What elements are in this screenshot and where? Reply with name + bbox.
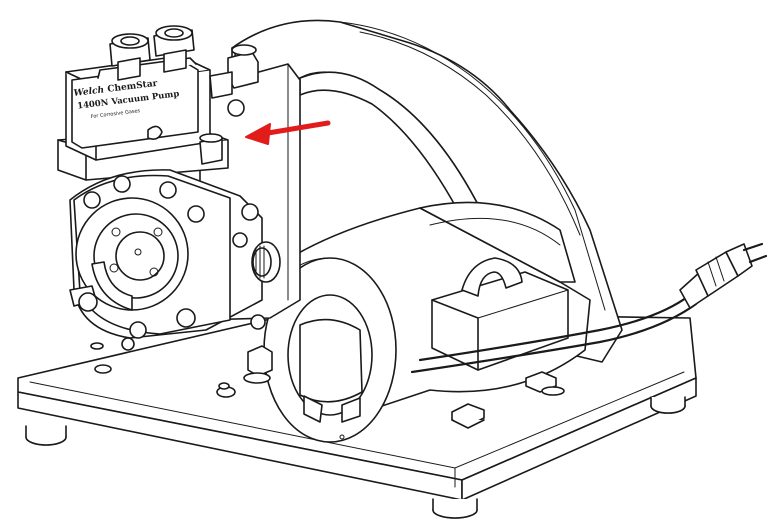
- base-bolts: [243, 345, 565, 429]
- label-brand: Welch: [73, 85, 105, 99]
- intake-ports: [109, 25, 195, 81]
- pump-body: [57, 63, 301, 339]
- base-feet: [25, 396, 686, 519]
- top-fittings: [199, 44, 259, 165]
- ballast-knob: [251, 241, 281, 283]
- red-arrow: [245, 120, 331, 145]
- label-housing: [65, 55, 211, 161]
- drain-fitting: [69, 285, 135, 351]
- power-cord: [410, 242, 768, 374]
- base-holes: [90, 342, 236, 398]
- motor: [263, 201, 591, 443]
